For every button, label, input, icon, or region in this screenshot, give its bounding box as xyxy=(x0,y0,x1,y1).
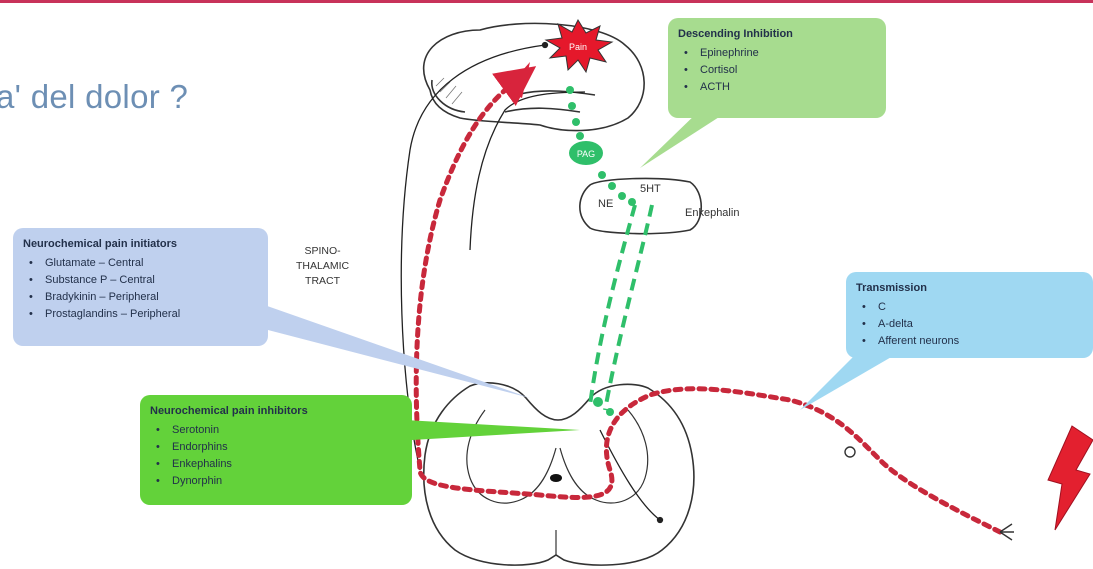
lightning-bolt-icon xyxy=(1048,426,1093,530)
pain-inhibitors-title: Neurochemical pain inhibitors xyxy=(150,403,402,420)
pain-initiators-title: Neurochemical pain initiators xyxy=(23,236,258,253)
list-item: A-delta xyxy=(878,316,1083,333)
pag-marker-label: PAG xyxy=(577,149,595,159)
transmission-callout-pointer xyxy=(800,350,900,410)
pain-initiators-callout: Neurochemical pain initiators Glutamate … xyxy=(13,228,268,346)
5ht-label: 5HT xyxy=(640,183,661,195)
descending-pathway xyxy=(590,205,652,410)
descending-inhibition-title: Descending Inhibition xyxy=(678,26,876,43)
list-item: Serotonin xyxy=(172,422,402,439)
descending-pathway-dots xyxy=(566,86,636,416)
enkephalin-label: Enkephalin xyxy=(685,207,739,219)
tract-label-line-2: THALAMIC xyxy=(296,259,349,274)
list-item: Endorphins xyxy=(172,439,402,456)
list-item: Glutamate – Central xyxy=(45,255,258,272)
list-item: C xyxy=(878,299,1083,316)
list-item: Bradykinin – Peripheral xyxy=(45,289,258,306)
brain-outline xyxy=(424,23,645,130)
spinal-cord-outline xyxy=(424,383,694,565)
transmission-callout: Transmission C A-delta Afferent neurons xyxy=(846,272,1093,358)
list-item: Dynorphin xyxy=(172,473,402,490)
list-item: Cortisol xyxy=(700,62,876,79)
tract-label-line-3: TRACT xyxy=(296,274,349,289)
transmission-title: Transmission xyxy=(856,280,1083,297)
list-item: Epinephrine xyxy=(700,45,876,62)
inhibitors-callout-pointer xyxy=(405,420,580,440)
descending-inhibition-callout: Descending Inhibition Epinephrine Cortis… xyxy=(668,18,886,118)
pain-star-label: Pain xyxy=(569,42,587,52)
tract-label-line-1: SPINO- xyxy=(296,244,349,259)
list-item: Afferent neurons xyxy=(878,333,1083,350)
list-item: Prostaglandins – Peripheral xyxy=(45,306,258,323)
transmission-list: C A-delta Afferent neurons xyxy=(856,299,1083,350)
pain-inhibitors-callout: Neurochemical pain inhibitors Serotonin … xyxy=(140,395,412,505)
central-canal xyxy=(550,474,562,482)
pain-initiators-list: Glutamate – Central Substance P – Centra… xyxy=(23,255,258,323)
list-item: Enkephalins xyxy=(172,456,402,473)
pain-inhibitors-list: Serotonin Endorphins Enkephalins Dynorph… xyxy=(150,422,402,490)
ascending-black-lines xyxy=(401,43,662,523)
spinothalamic-tract-label: SPINO- THALAMIC TRACT xyxy=(296,244,349,289)
descending-callout-pointer xyxy=(640,110,730,168)
list-item: ACTH xyxy=(700,79,876,96)
ne-label: NE xyxy=(598,198,613,210)
descending-inhibition-list: Epinephrine Cortisol ACTH xyxy=(678,45,876,96)
list-item: Substance P – Central xyxy=(45,272,258,289)
